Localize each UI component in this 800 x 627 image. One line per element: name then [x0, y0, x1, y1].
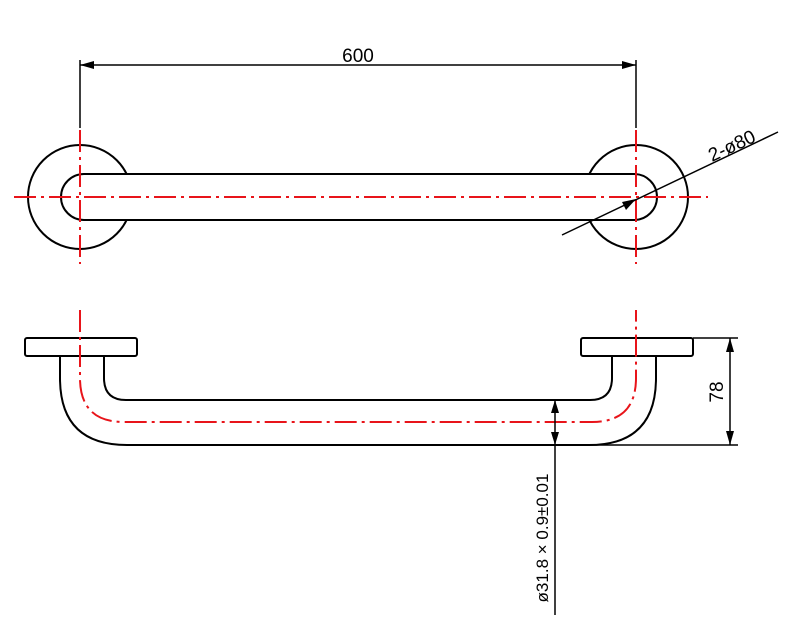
tube-outer-outline	[59, 355, 657, 446]
tube-inner-outline	[103, 355, 613, 401]
dimension-length-label: 600	[342, 46, 374, 67]
dimension-arrow-bottom	[726, 431, 734, 445]
dimension-arrow-right	[622, 61, 636, 69]
tube-dimension-arrow-top	[551, 400, 559, 413]
hole-leader-arrow	[622, 199, 636, 210]
dimension-arrow-top	[726, 338, 734, 352]
tube-centerline-side	[79, 310, 637, 423]
dimension-height-label: 78	[707, 381, 728, 402]
tube-dimension-arrow-bottom	[551, 432, 559, 445]
hole-leader-line	[561, 131, 779, 236]
side-view: 78 ø31.8 × 0.9±0.01	[24, 310, 738, 615]
top-view: 600 2-ø80	[14, 46, 779, 264]
dimension-arrow-left	[80, 61, 94, 69]
hole-dimension-label: 2-ø80	[705, 127, 759, 167]
tube-dimension-label: ø31.8 × 0.9±0.01	[533, 474, 552, 603]
